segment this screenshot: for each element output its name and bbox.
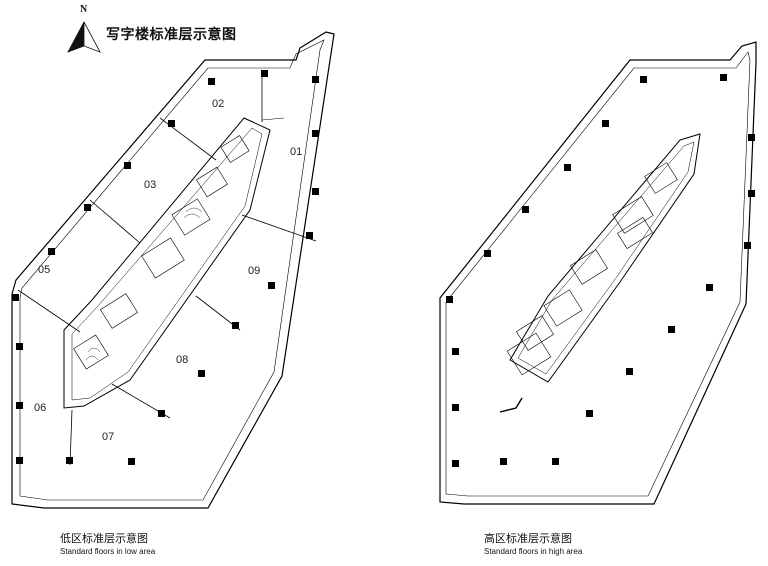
unit-label-01: 01 (290, 146, 302, 158)
unit-label-08: 08 (176, 354, 188, 366)
high-area-caption-en: Standard floors in high area (484, 547, 583, 556)
unit-label-05: 05 (38, 264, 50, 276)
high-plan-inner-wall (445, 51, 751, 497)
north-label: N (80, 4, 88, 15)
unit-label-09: 09 (248, 265, 260, 277)
high-plan-core (509, 133, 701, 383)
high-area-plan (439, 41, 757, 505)
high-plan-outer-wall (439, 41, 757, 505)
unit-label-07: 07 (102, 431, 114, 443)
north-arrow-icon (67, 21, 101, 53)
low-plan-core (63, 117, 271, 409)
unit-label-06: 06 (34, 402, 46, 414)
low-plan-inner-wall (19, 39, 325, 501)
unit-label-03: 03 (144, 179, 156, 191)
low-area-caption-cn: 低区标准层示意图 (60, 533, 148, 545)
page-title: 写字楼标准层示意图 (106, 26, 237, 42)
low-plan-outer-wall (11, 31, 335, 509)
high-area-caption-cn: 高区标准层示意图 (484, 533, 572, 545)
low-area-caption-en: Standard floors in low area (60, 547, 156, 556)
low-area-plan (11, 31, 335, 509)
unit-label-02: 02 (212, 98, 224, 110)
